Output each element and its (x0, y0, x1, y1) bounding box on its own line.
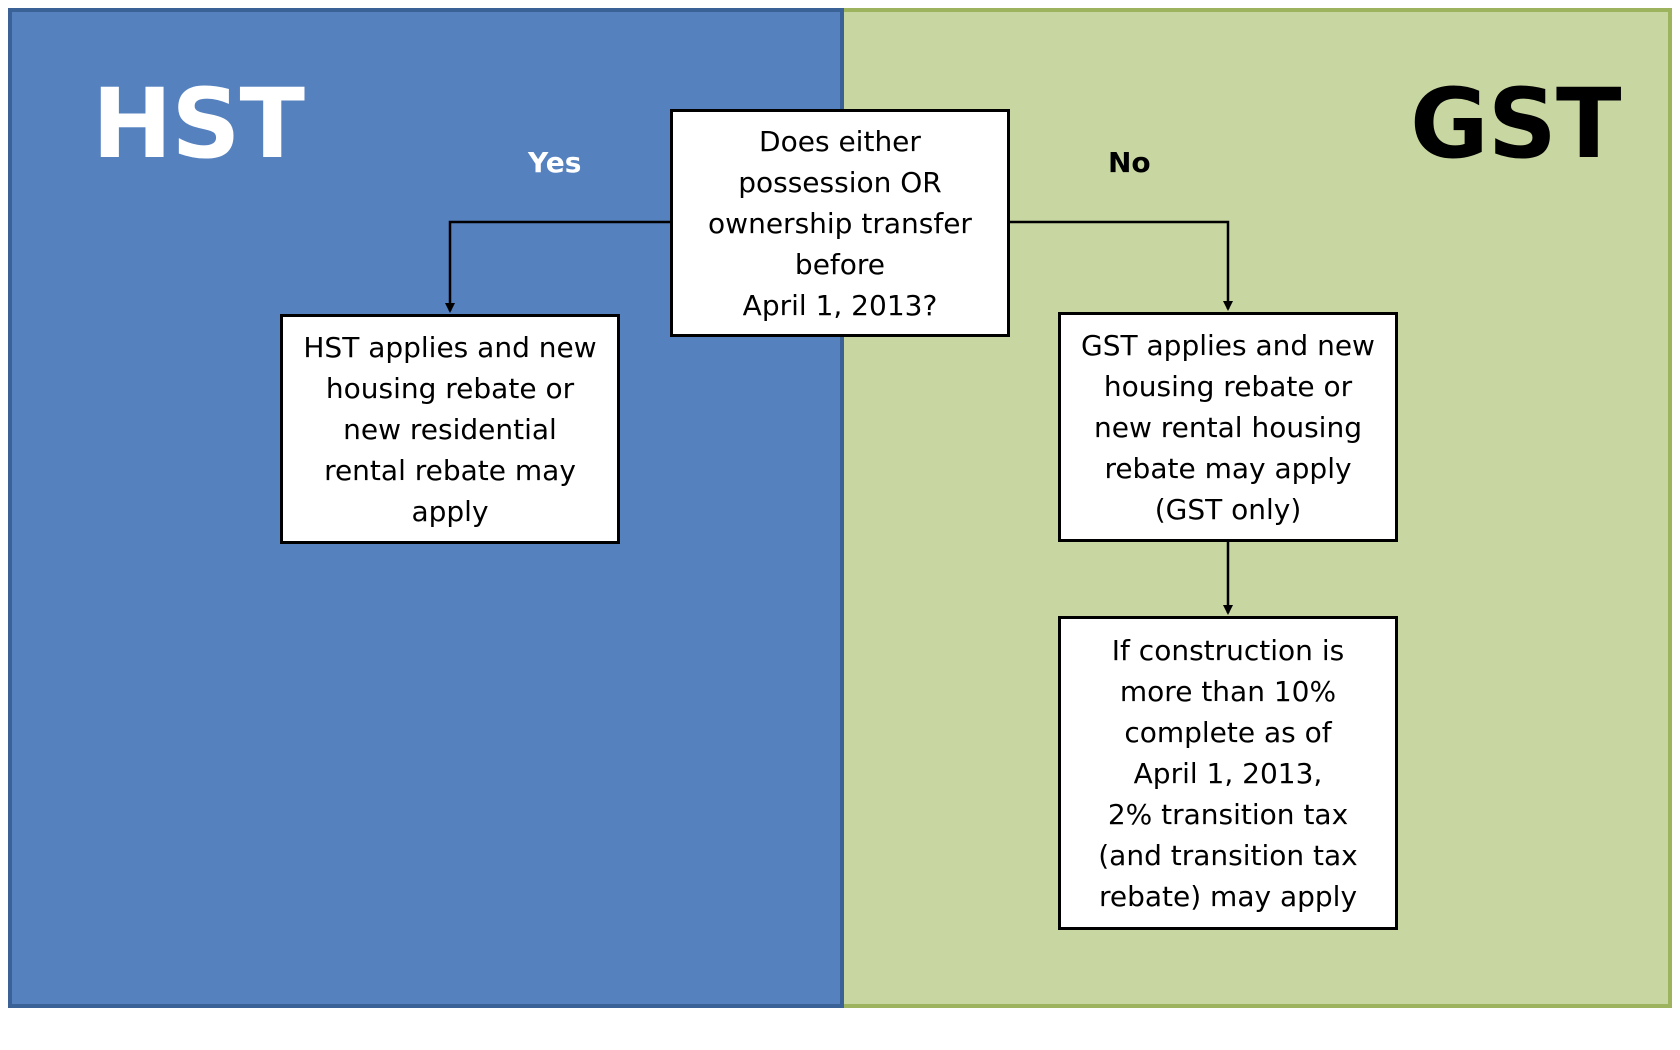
transition-tax-node: If construction is more than 10% complet… (1058, 616, 1398, 930)
node-line: GST applies and new (1081, 328, 1375, 362)
gst-outcome-text: GST applies and new housing rebate or ne… (1081, 325, 1375, 530)
gst-outcome-node: GST applies and new housing rebate or ne… (1058, 312, 1398, 542)
hst-outcome-text: HST applies and new housing rebate or ne… (303, 327, 596, 532)
node-line: (and transition tax (1098, 838, 1358, 872)
node-line: 2% transition tax (1107, 797, 1349, 831)
node-line: new residential (343, 412, 557, 446)
node-line: rebate may apply (1104, 451, 1352, 485)
decision-node-text: Does either possession OR ownership tran… (708, 121, 972, 326)
node-line: April 1, 2013, (1133, 756, 1323, 790)
yes-branch-label: Yes (528, 146, 582, 179)
hst-outcome-node: HST applies and new housing rebate or ne… (280, 314, 620, 544)
node-line: complete as of (1124, 715, 1332, 749)
node-line: more than 10% (1119, 674, 1337, 708)
node-line: April 1, 2013? (742, 288, 938, 322)
node-line: before (794, 247, 886, 281)
node-line: housing rebate or (325, 371, 575, 405)
node-line: rebate) may apply (1098, 879, 1358, 913)
hst-region-title: HST (92, 68, 305, 180)
node-line: HST applies and new (303, 330, 597, 364)
transition-tax-text: If construction is more than 10% complet… (1098, 630, 1358, 917)
node-line: Does either (759, 124, 921, 158)
node-line: possession OR (738, 165, 942, 199)
node-line: new rental housing (1094, 410, 1362, 444)
node-line: ownership transfer (708, 206, 972, 240)
node-line: (GST only) (1154, 492, 1302, 526)
node-line: rental rebate may (324, 453, 576, 487)
node-line: apply (411, 494, 489, 528)
decision-node-question: Does either possession OR ownership tran… (670, 109, 1010, 337)
node-line: housing rebate or (1103, 369, 1353, 403)
no-branch-label: No (1108, 146, 1151, 179)
gst-region-title: GST (1410, 68, 1621, 180)
node-line: If construction is (1111, 633, 1345, 667)
